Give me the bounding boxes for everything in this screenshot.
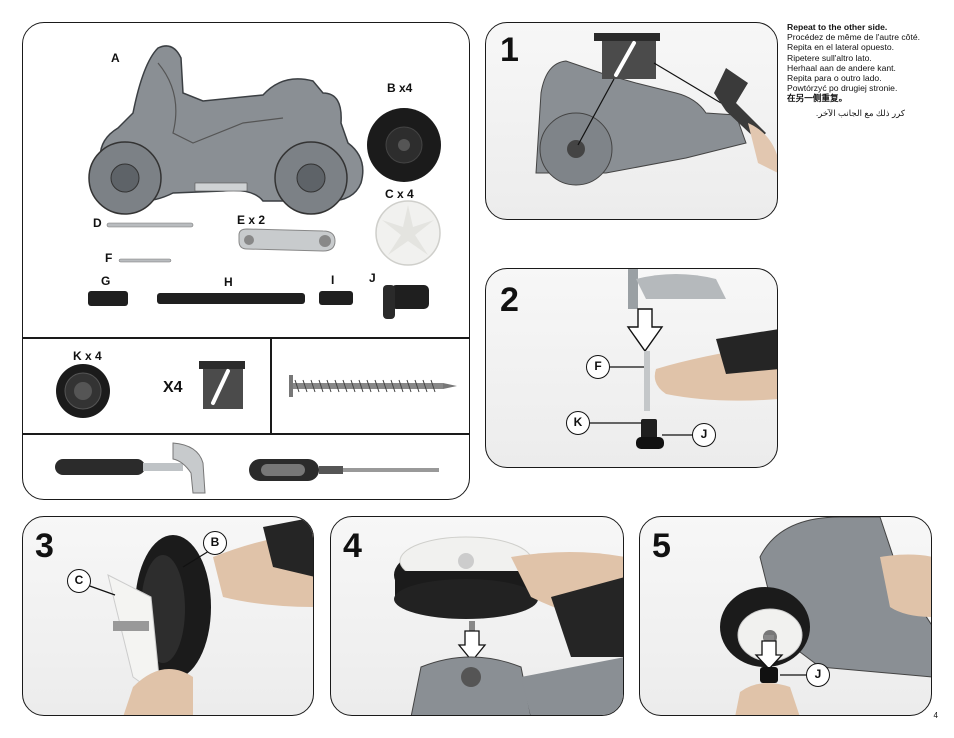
short-spacer-part-i (319, 291, 353, 305)
parts-divider-vertical (270, 337, 272, 433)
callout-c-step3: C (67, 569, 91, 593)
part-label-f: F (105, 251, 113, 265)
hub-cap-part-c (375, 200, 441, 266)
part-label-h: H (224, 275, 233, 289)
step-2-illustration (590, 269, 777, 449)
step-4-illustration (394, 536, 623, 715)
part-label-c: C x 4 (385, 187, 414, 201)
repeat-note-french: Procédez de même de l'autre côté. (787, 32, 921, 43)
screw-icon (289, 375, 457, 397)
part-label-i: I (331, 273, 335, 287)
part-label-k: K x 4 (73, 349, 102, 363)
repeat-note-portuguese: Repita para o outro lado. (787, 73, 882, 84)
step-5-panel: 5 J (639, 516, 932, 716)
repeat-note-dutch: Herhaal aan de andere kant. (787, 62, 896, 73)
page-number: 4 (933, 711, 938, 720)
step-3-panel: 3 C B (22, 516, 314, 716)
part-label-j: J (369, 271, 376, 285)
callout-f-step2: F (586, 355, 610, 379)
part-label-d: D (93, 216, 102, 230)
bushing-part-j (383, 285, 429, 319)
repeat-note-spanish: Repita en el lateral opuesto. (787, 42, 895, 53)
step-2-number: 2 (500, 281, 519, 319)
repeat-note-arabic: كرر ذلك مع الجانب الآخر. (815, 107, 905, 118)
tire-part-b (367, 108, 441, 182)
step-5-illustration (720, 517, 931, 715)
step-1-illustration (535, 33, 777, 186)
part-label-a: A (111, 51, 120, 65)
step-4-panel: 4 (330, 516, 624, 716)
axle-rod-part-d (106, 222, 194, 228)
spacer-part-g (88, 291, 128, 306)
repeat-note-english: Repeat to the other side. (787, 22, 888, 32)
parts-illustrations (55, 45, 457, 494)
repeat-note: Repeat to the other side. Procédez de mê… (787, 22, 947, 118)
parts-divider-top (23, 337, 469, 339)
part-label-b: B x4 (387, 81, 413, 95)
screwdriver-icon (249, 459, 439, 481)
callout-b-step3: B (203, 531, 227, 555)
step-5-number: 5 (652, 527, 671, 565)
repeat-note-polish: Powtórzyć po drugiej stronie. (787, 83, 898, 94)
step-1-number: 1 (500, 31, 519, 69)
step-1-panel: 1 (485, 22, 778, 220)
callout-j-step2: J (692, 423, 716, 447)
trim-cap-icon (199, 361, 245, 409)
hammer-icon (55, 442, 206, 494)
step-3-illustration (86, 517, 313, 715)
part-label-g: G (101, 274, 111, 288)
cap-quantity-label: X4 (163, 379, 183, 396)
repeat-note-chinese: 在另一侧重复。 (787, 93, 848, 104)
step-2-panel: 2 F K J (485, 268, 778, 468)
link-part-e (238, 228, 336, 252)
repeat-note-italian: Ripetere sull'altro lato. (787, 52, 872, 63)
callout-k-step2: K (566, 411, 590, 435)
long-tube-part-h (157, 293, 305, 304)
parts-divider-bottom (23, 433, 469, 435)
step-3-number: 3 (35, 527, 54, 565)
step-4-number: 4 (343, 527, 362, 565)
callout-j-step5: J (806, 663, 830, 687)
pin-part-f (118, 258, 172, 263)
parts-list-panel: A B x4 C x 4 D E x 2 F G H I J K x 4 X4 (22, 22, 470, 500)
wheel-cap-part-k (56, 364, 110, 418)
motorcycle-body-part-a (88, 45, 364, 215)
part-label-e: E x 2 (237, 213, 266, 227)
